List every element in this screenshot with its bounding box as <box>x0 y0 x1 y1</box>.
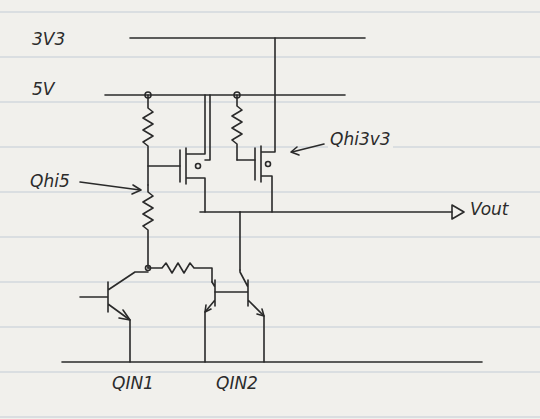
signal-label: Qhi5 <box>28 172 72 191</box>
wire <box>237 159 255 161</box>
pfet-symbol <box>255 38 275 212</box>
wire <box>200 211 240 213</box>
leader-arrow <box>291 147 299 155</box>
pfet-symbol <box>180 95 210 212</box>
wire <box>239 212 241 270</box>
leader-line <box>80 182 140 190</box>
ground-rail <box>62 361 482 363</box>
signal-label: 5V <box>30 80 56 99</box>
rail-5v <box>105 94 345 96</box>
npn-symbol <box>215 270 264 362</box>
output-wire <box>240 211 452 213</box>
leader-arrow <box>132 185 141 194</box>
wire <box>148 165 180 167</box>
pfet-bubble <box>266 162 271 167</box>
npn-symbol <box>205 280 215 362</box>
rail-3v3 <box>130 37 365 39</box>
signal-label: Qhi3v3 <box>328 130 393 149</box>
pfet-bubble <box>196 164 201 169</box>
resistor-symbol <box>148 263 212 282</box>
resistor-symbol <box>232 95 242 160</box>
npn-symbol <box>80 272 148 362</box>
resistor-symbol <box>143 95 153 185</box>
signal-label: QIN2 <box>214 374 260 393</box>
signal-label: 3V3 <box>30 30 67 49</box>
output-arrow <box>452 205 464 219</box>
signal-label: Vout <box>468 200 510 219</box>
emitter-arrow <box>205 305 211 312</box>
signal-label: QIN1 <box>110 374 156 393</box>
emitter-arrow <box>257 309 264 316</box>
emitter-arrow <box>119 310 130 320</box>
resistor-symbol <box>143 185 153 268</box>
